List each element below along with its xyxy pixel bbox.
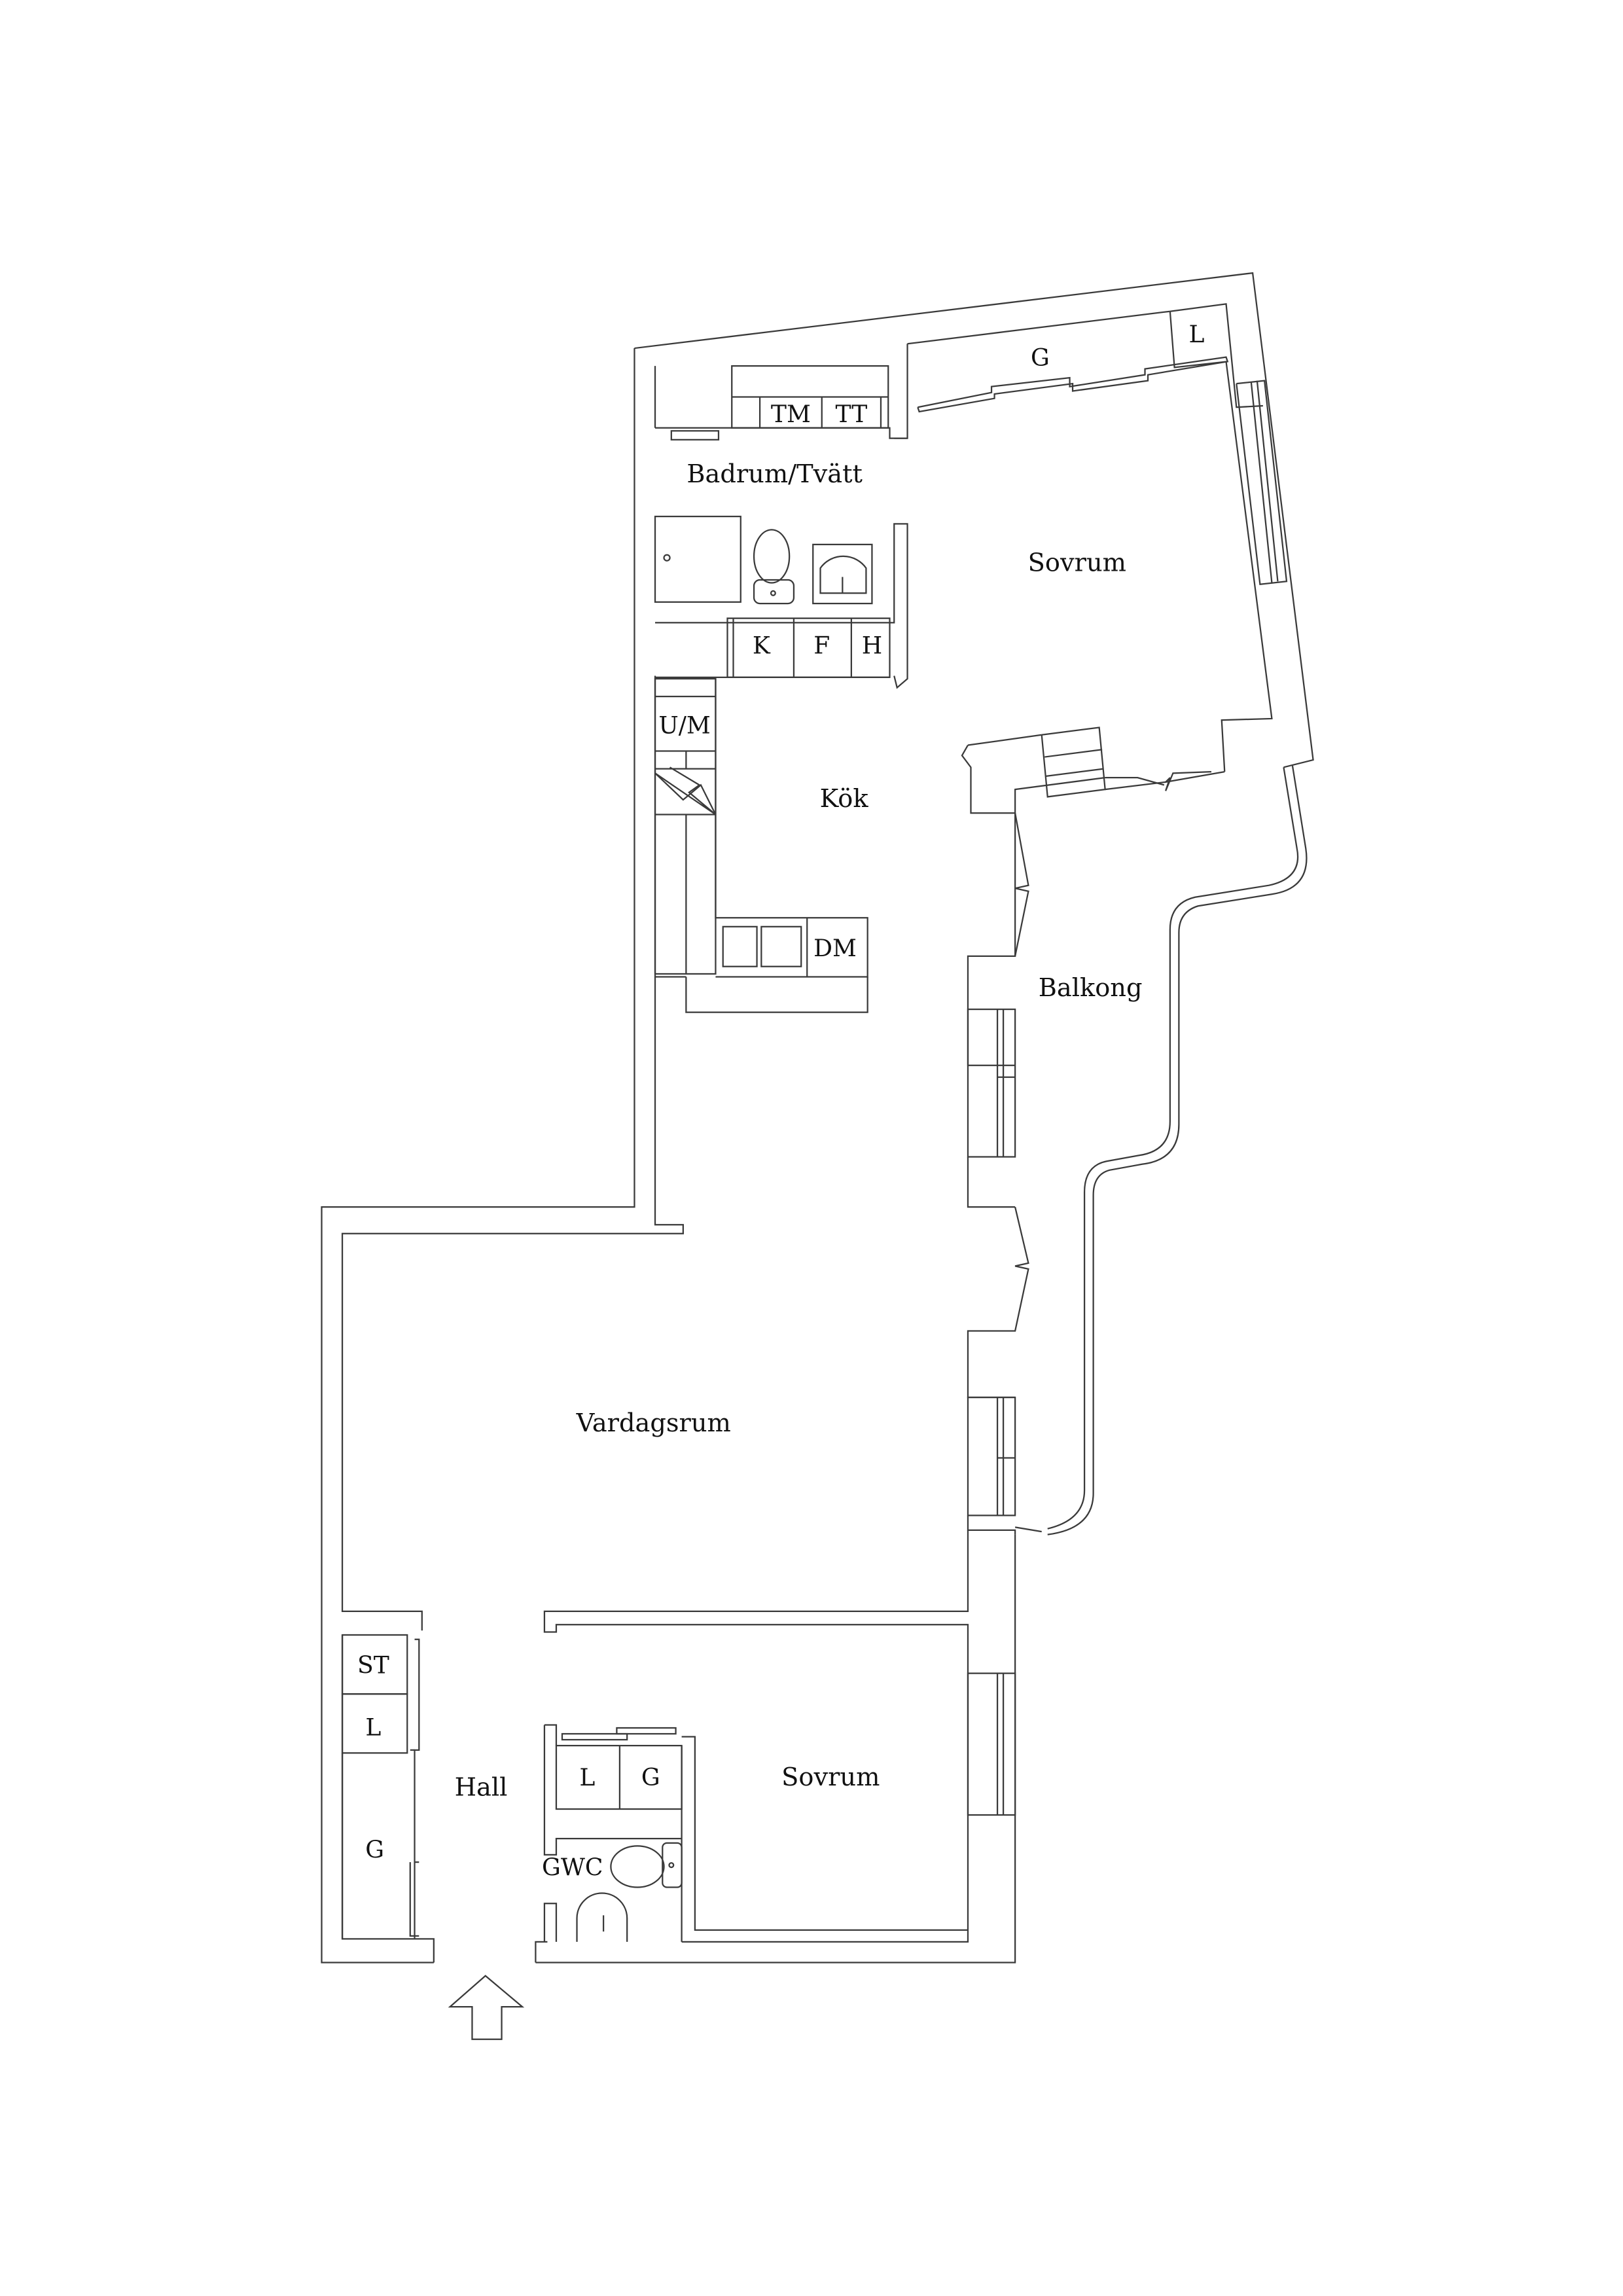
- label-k: K: [753, 632, 771, 660]
- label-balkong: Balkong: [1039, 973, 1143, 1003]
- outer-walls: [321, 272, 1314, 1964]
- label-l-top: L: [1188, 321, 1204, 348]
- sovrum-1-walls: [894, 303, 1288, 814]
- label-sovrum-2: Sovrum: [781, 1763, 880, 1792]
- label-g-top: G: [1031, 344, 1050, 372]
- entrance-arrow-icon: [448, 1975, 525, 2040]
- label-vardagsrum: Vardagsrum: [576, 1408, 731, 1438]
- badrum-walls: [654, 365, 908, 689]
- label-gwc: GWC: [542, 1854, 603, 1881]
- hall-walls: [341, 1634, 1016, 2040]
- label-g-hall: G: [365, 1836, 384, 1863]
- room-labels: Badrum/Tvätt Sovrum Kök Balkong Vardagsr…: [357, 321, 1204, 1881]
- label-sovrum-1: Sovrum: [1028, 548, 1126, 577]
- label-kok: Kök: [820, 784, 869, 814]
- balkong-walls: [967, 765, 1308, 1535]
- label-hall: Hall: [455, 1773, 508, 1803]
- label-tm: TM: [771, 401, 811, 428]
- label-st: ST: [357, 1652, 389, 1679]
- label-badrum: Badrum/Tvätt: [687, 459, 863, 489]
- label-dm: DM: [813, 935, 857, 962]
- label-l-hall: L: [365, 1713, 381, 1741]
- label-l-closet: L: [579, 1764, 595, 1791]
- label-um: U/M: [658, 711, 710, 739]
- label-f: F: [813, 632, 830, 660]
- label-tt: TT: [835, 401, 867, 428]
- label-h: H: [862, 632, 882, 660]
- kok-walls: [654, 677, 868, 1013]
- label-g-closet: G: [641, 1764, 660, 1791]
